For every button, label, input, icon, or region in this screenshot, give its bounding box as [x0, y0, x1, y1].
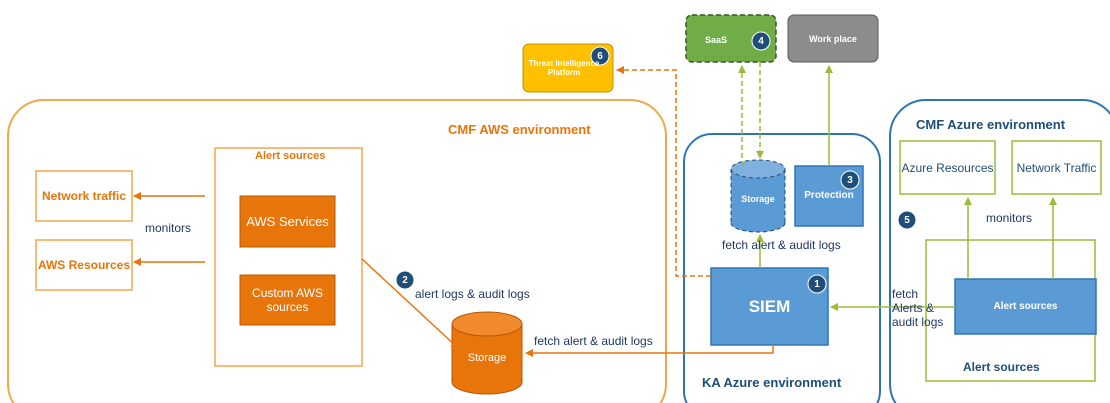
aws-alert-sources-title: Alert sources [255, 150, 326, 162]
threat-intel-label: Threat Intelligence Platform [528, 59, 600, 77]
azure-resources-box [899, 140, 996, 195]
aws-monitors-label: monitors [145, 221, 192, 235]
badge-6-number: 6 [597, 50, 603, 62]
cmf-azure-environment-box [889, 99, 1110, 403]
aws-resources-label: AWS Resources [37, 258, 131, 272]
badge-4-number: 4 [758, 35, 764, 47]
workplace-box [787, 14, 879, 63]
arrow-siem-threat-intel [616, 66, 711, 277]
aws-network-traffic-box [35, 170, 133, 222]
aws-services-box [239, 195, 336, 248]
ka-azure-environment-title: KA Azure environment [702, 375, 842, 390]
badge-3 [840, 170, 860, 190]
ka-fetch-label: fetch alert & audit logs [722, 238, 841, 252]
azure-fetch-label: fetch Alerts & audit logs [892, 287, 944, 329]
cmf-azure-environment-title: CMF Azure environment [916, 117, 1066, 132]
azure-resources-label: Azure Resources [901, 160, 994, 175]
aws-environment-title: CMF AWS environment [448, 122, 591, 137]
badge-1-number: 1 [814, 278, 820, 290]
aws-network-traffic-label: Network traffic [41, 189, 127, 203]
custom-aws-sources-box [239, 274, 336, 326]
ka-storage-label: Storage [741, 194, 775, 204]
aws-storage-cylinder [451, 311, 523, 395]
azure-alert-sources-box [954, 278, 1097, 335]
azure-network-traffic-box [1011, 140, 1102, 195]
arrow-to-aws-storage [361, 258, 459, 349]
siem-label: SIEM [748, 296, 791, 316]
protection-label: Protection [804, 189, 854, 201]
fetch-from-aws-label: fetch alert & audit logs [534, 334, 653, 348]
badge-4 [751, 31, 771, 51]
azure-alert-sources-inner-label: Alert sources [993, 301, 1058, 312]
ka-storage-cylinder [730, 159, 786, 233]
aws-alert-sources-group [214, 147, 363, 367]
aws-resources-box [35, 239, 133, 291]
azure-alert-sources-group-label: Alert sources [963, 360, 1040, 374]
badge-1 [807, 274, 827, 294]
badge-2-number: 2 [402, 274, 408, 286]
arrow-siem-fetch-aws [525, 345, 774, 357]
saas-box [685, 14, 777, 63]
badge-3-number: 3 [847, 174, 853, 186]
saas-label: SaaS [704, 35, 728, 45]
cmf-aws-environment-box [7, 99, 667, 403]
aws-services-label: AWS Services [246, 214, 329, 229]
azure-network-traffic-label: Network Traffic [1016, 160, 1097, 175]
badge-5 [897, 210, 917, 230]
aws-storage-label: Storage [467, 352, 507, 364]
azure-monitors-label: monitors [986, 211, 1033, 225]
workplace-label: Work place [809, 33, 857, 44]
badge-2 [395, 270, 415, 290]
badge-6 [590, 46, 610, 66]
custom-aws-sources-label: Custom AWS sources [252, 286, 323, 314]
badge-5-number: 5 [904, 214, 910, 226]
aws-alert-logs-label: alert logs & audit logs [415, 287, 530, 301]
